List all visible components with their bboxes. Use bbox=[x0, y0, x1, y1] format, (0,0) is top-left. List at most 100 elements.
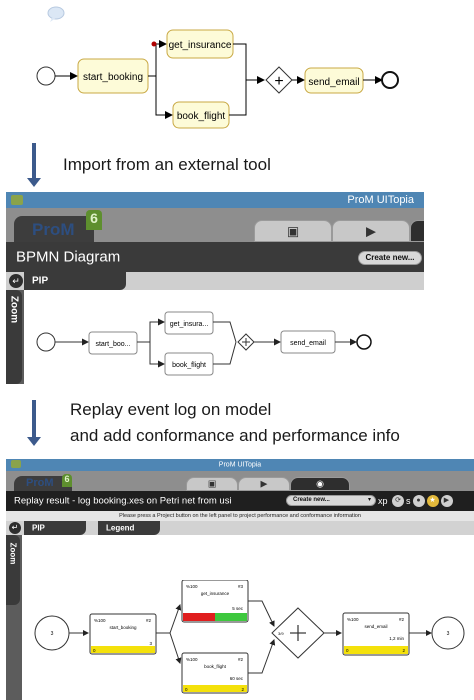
prom-logo: ProM bbox=[14, 476, 72, 491]
caption-import: Import from an external tool bbox=[63, 155, 271, 174]
parallel-gateway: 3/9 bbox=[271, 607, 325, 659]
task-start-booking[interactable]: start_boo... bbox=[88, 331, 138, 355]
prom-logo: ProM bbox=[14, 216, 94, 242]
workspace-icon: ▣ bbox=[286, 223, 300, 239]
svg-text:0: 0 bbox=[185, 687, 188, 692]
end-event bbox=[381, 71, 399, 89]
svg-text:0: 0 bbox=[346, 648, 349, 653]
parallel-gateway: + bbox=[265, 66, 293, 94]
end-place bbox=[431, 616, 465, 650]
perf-task-book-flight[interactable]: %100 #2 book_flight 60 sec 0 2 bbox=[181, 652, 249, 694]
start-event bbox=[36, 66, 56, 86]
task-start-booking-label: start_booking bbox=[83, 72, 143, 83]
svg-text:start_boo...: start_boo... bbox=[95, 341, 130, 348]
tab-workspace[interactable]: ▣ bbox=[254, 220, 332, 242]
play-icon: ▶ bbox=[366, 223, 376, 239]
perf-task-send-email[interactable]: %100 #2 send_email 1,2 min 0 2 bbox=[342, 612, 410, 656]
view-header: BPMN Diagram Create new... bbox=[6, 242, 424, 272]
view-title: BPMN Diagram bbox=[16, 248, 121, 266]
svg-text:%100: %100 bbox=[347, 617, 359, 622]
back-button[interactable]: ↵ bbox=[9, 522, 21, 534]
svg-text:1,2 min: 1,2 min bbox=[389, 636, 404, 641]
task-get-insurance[interactable]: get_insurance bbox=[166, 29, 234, 59]
play-icon[interactable]: ▶ bbox=[440, 495, 453, 507]
tab-actions[interactable]: ▶ bbox=[332, 220, 410, 242]
drop-icon[interactable]: ● bbox=[412, 495, 425, 507]
svg-text:book_flight: book_flight bbox=[204, 664, 227, 669]
task-send-email[interactable]: send_email bbox=[304, 67, 364, 94]
svg-text:0: 0 bbox=[93, 648, 96, 653]
svg-text:send_email: send_email bbox=[364, 624, 387, 629]
dropdown-arrow-icon: ▾ bbox=[367, 497, 371, 503]
svg-text:%100: %100 bbox=[94, 618, 106, 623]
flow-arrow-down-2 bbox=[27, 400, 41, 446]
task-send-email-label: send_email bbox=[308, 77, 359, 88]
caption-replay-2: and add conformance and performance info bbox=[70, 426, 400, 445]
window-titlebar: ProM UITopia bbox=[6, 192, 424, 208]
zoom-tab[interactable]: Zoom bbox=[6, 535, 20, 605]
perf-task-get-insurance[interactable]: %100 #3 get_insurance 5 sec bbox=[181, 580, 249, 623]
favorite-star-icon[interactable]: ★ bbox=[426, 495, 439, 507]
svg-text:5 sec: 5 sec bbox=[232, 606, 244, 611]
svg-text:#2: #2 bbox=[146, 618, 152, 623]
svg-text:book_flight: book_flight bbox=[172, 362, 206, 369]
back-button[interactable]: ↵ bbox=[9, 274, 23, 288]
prom-version-badge: 6 bbox=[62, 474, 72, 487]
caption-replay-1: Replay event log on model bbox=[70, 400, 272, 419]
end-event bbox=[356, 334, 372, 350]
tab-views[interactable]: ◉ bbox=[290, 477, 350, 491]
view-title: Replay result - log booking.xes on Petri… bbox=[14, 495, 232, 507]
legend-tab[interactable]: Legend bbox=[98, 521, 160, 535]
pip-tab[interactable]: PIP bbox=[24, 272, 126, 290]
prom-version-badge: 6 bbox=[86, 210, 102, 230]
svg-text:#3: #3 bbox=[238, 584, 244, 589]
export-label: xp bbox=[378, 496, 388, 506]
svg-text:start_booking: start_booking bbox=[109, 625, 137, 630]
svg-text:3/9: 3/9 bbox=[278, 631, 284, 636]
svg-text:2: 2 bbox=[241, 687, 244, 692]
app-icon bbox=[11, 460, 21, 468]
create-new-button[interactable]: Create new... ▾ bbox=[286, 495, 376, 506]
prom-window-bpmn: ProM UITopia ProM 6 ▣ ▶ BPMN Diagram Cre… bbox=[6, 192, 424, 384]
tab-views[interactable] bbox=[410, 220, 424, 242]
svg-text:%100: %100 bbox=[186, 657, 198, 662]
task-get-insurance[interactable]: get_insura... bbox=[164, 311, 214, 335]
comment-bubble-icon bbox=[47, 6, 65, 22]
prom-toolbar: ProM 6 ▣ ▶ bbox=[6, 208, 424, 242]
tab-actions[interactable]: ▶ bbox=[238, 477, 290, 491]
create-new-button[interactable]: Create new... bbox=[358, 251, 422, 265]
window-titlebar: ProM UITopia bbox=[6, 459, 474, 471]
window-title: ProM UITopia bbox=[347, 194, 414, 206]
view-action-icons: ⟳ s ● ★ ▶ bbox=[392, 495, 453, 507]
start-event bbox=[36, 332, 56, 352]
parallel-gateway bbox=[237, 333, 255, 351]
svg-text:#2: #2 bbox=[399, 617, 405, 622]
pip-bar: ↵ PIP bbox=[6, 272, 424, 290]
notice-text: Please press a Project button on the lef… bbox=[119, 513, 361, 519]
bpmn-diagram-top: start_booking get_insurance book_flight … bbox=[36, 6, 399, 129]
task-start-booking[interactable]: start_booking bbox=[77, 58, 149, 94]
flow-arrow-down-1 bbox=[27, 143, 41, 187]
svg-text:60 sec: 60 sec bbox=[230, 676, 244, 681]
svg-text:3: 3 bbox=[149, 641, 152, 646]
pip-tab[interactable]: PIP bbox=[24, 521, 86, 535]
task-book-flight[interactable]: book_flight bbox=[164, 352, 214, 376]
svg-text:get_insura...: get_insura... bbox=[170, 321, 209, 328]
svg-text:3: 3 bbox=[447, 631, 450, 637]
bpmn-diagram-window1: start_boo... get_insura... book_flight s… bbox=[36, 311, 372, 376]
tab-workspace[interactable]: ▣ bbox=[186, 477, 238, 491]
zoom-tab[interactable]: Zoom bbox=[6, 290, 22, 384]
task-book-flight[interactable]: book_flight bbox=[172, 101, 230, 129]
svg-text:%100: %100 bbox=[186, 584, 198, 589]
task-get-insurance-label: get_insurance bbox=[169, 40, 232, 51]
svg-text:send_email: send_email bbox=[290, 340, 326, 347]
task-send-email[interactable]: send_email bbox=[280, 330, 336, 354]
svg-text:+: + bbox=[274, 73, 283, 90]
view-header: Replay result - log booking.xes on Petri… bbox=[6, 491, 474, 511]
workspace-icon: ▣ bbox=[207, 478, 217, 489]
settings-icon[interactable]: ⟳ bbox=[392, 495, 404, 507]
replay-diagram: 3 %100 #2 start_booking 0 3 %100 #3 get_… bbox=[34, 580, 465, 694]
svg-text:#2: #2 bbox=[238, 657, 244, 662]
svg-text:3: 3 bbox=[51, 631, 54, 637]
perf-task-start-booking[interactable]: %100 #2 start_booking 0 3 bbox=[89, 613, 157, 655]
